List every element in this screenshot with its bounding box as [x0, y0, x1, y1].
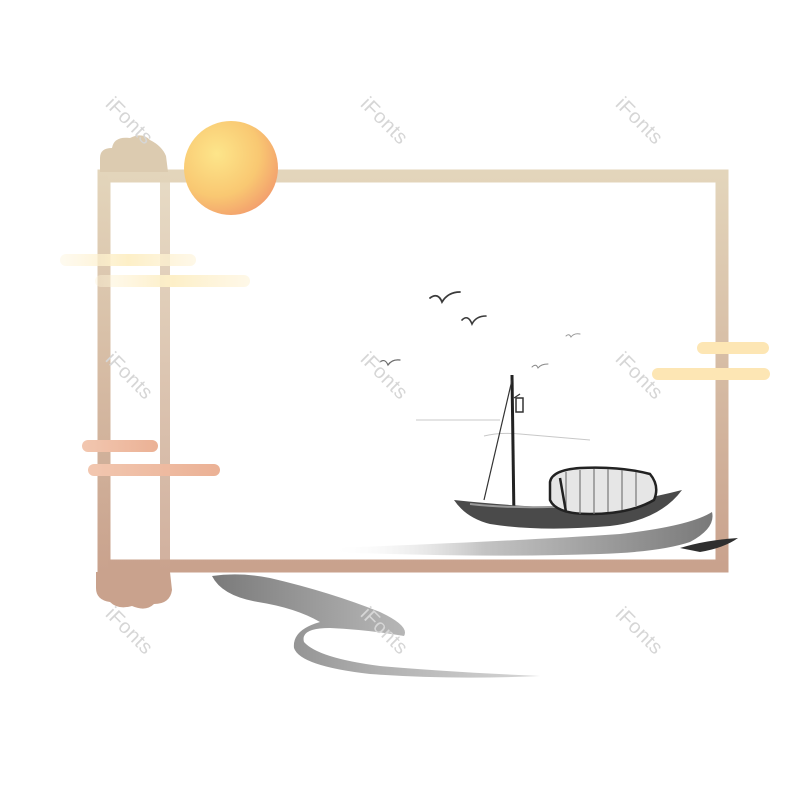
horizon-lines	[416, 419, 591, 441]
cloud-icon	[60, 254, 250, 287]
bird-icon	[429, 291, 461, 305]
cloud-icon	[82, 440, 220, 476]
sailboat-icon	[454, 374, 682, 529]
scroll-rod	[96, 135, 172, 609]
cloud-icon	[652, 342, 770, 380]
ink-river-icon	[212, 574, 540, 678]
bird-icon	[565, 333, 581, 338]
bird-icon	[531, 363, 549, 370]
bird-icon	[379, 359, 401, 367]
bird-icon	[461, 315, 487, 326]
water-wash	[330, 512, 738, 556]
sun-icon	[184, 121, 278, 215]
